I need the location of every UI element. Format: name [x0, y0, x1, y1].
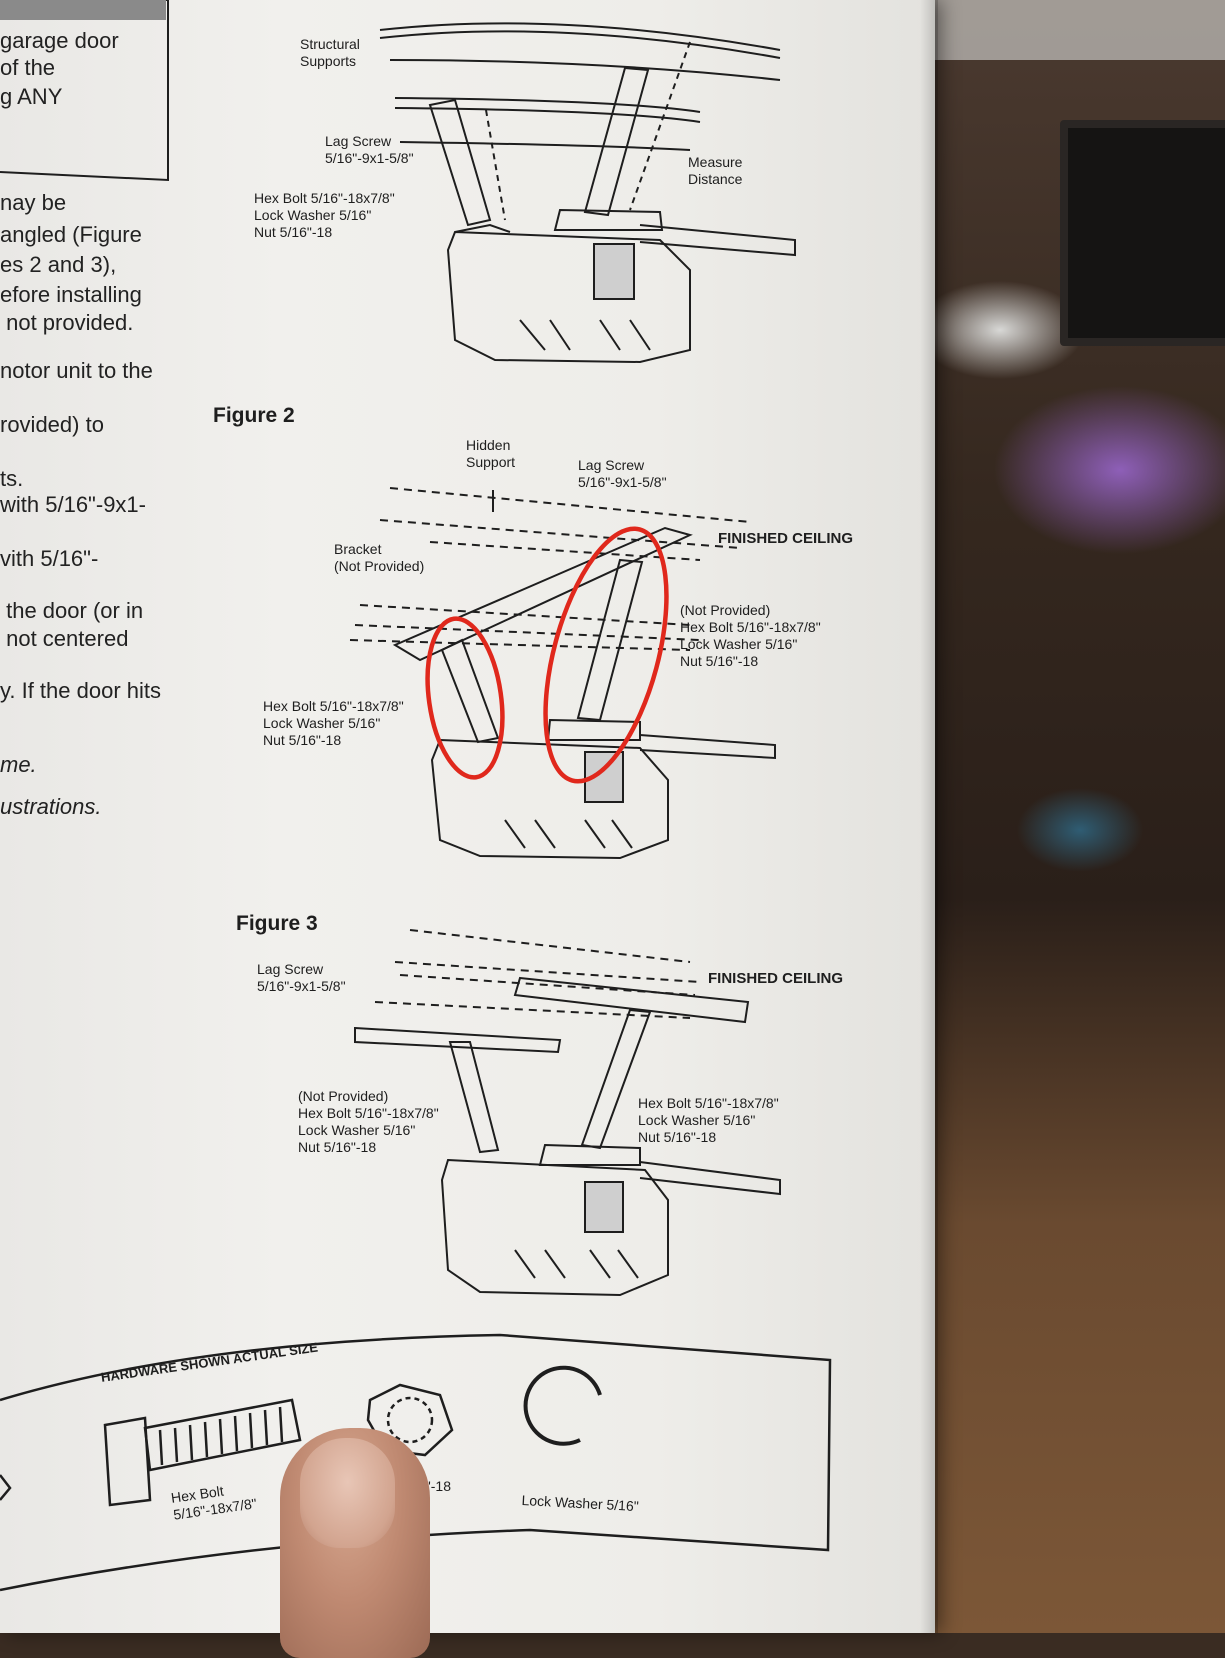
fig3-finished-ceiling-label: FINISHED CEILING	[708, 970, 844, 987]
left-line-6: es 2 and 3),	[0, 252, 117, 277]
warning-box-header	[0, 0, 166, 20]
left-line-3: g ANY	[0, 84, 63, 109]
hardware-box	[0, 1333, 832, 1592]
figure1-drawing	[379, 22, 796, 364]
left-line-10: rovided) to	[0, 412, 104, 437]
fig2-hidden-support-label: Hidden Support	[466, 437, 516, 470]
highlight-oval-right	[543, 526, 669, 784]
fig2-lag-screw-label: Lag Screw 5/16"-9x1-5/8"	[578, 457, 667, 490]
left-line-12: with 5/16"-9x1-	[0, 492, 146, 517]
left-line-1: garage door	[0, 28, 119, 53]
fig2-finished-ceiling-label: FINISHED CEILING	[718, 530, 854, 547]
figure2-highlights	[425, 526, 669, 784]
left-line-5: angled (Figure	[0, 222, 142, 247]
highlight-oval-left	[425, 616, 505, 780]
left-line-14: the door (or in	[0, 598, 144, 623]
background-tv	[1060, 120, 1225, 346]
left-line-18: ustrations.	[0, 794, 102, 819]
warning-box	[0, 0, 169, 182]
figure3-drawing	[354, 929, 781, 1297]
left-line-16: y. If the door hits	[0, 678, 162, 703]
fig2-left-hardware-label: Hex Bolt 5/16"-18x7/8" Lock Washer 5/16"…	[263, 698, 404, 748]
manual-page: garage door of the g ANY nay be angled (…	[0, 0, 938, 1633]
left-line-2: of the	[0, 55, 56, 80]
fig3-lag-screw-label: Lag Screw 5/16"-9x1-5/8"	[257, 961, 346, 994]
left-line-13: vith 5/16"-	[0, 546, 99, 571]
diagram-linework	[0, 0, 832, 1592]
fig1-lag-screw-label: Lag Screw 5/16"-9x1-5/8"	[325, 133, 414, 166]
fig3-right-hardware-label: Hex Bolt 5/16"-18x7/8" Lock Washer 5/16"…	[638, 1095, 779, 1145]
fig2-bracket-label: Bracket (Not Provided)	[334, 541, 425, 574]
figure3-title: Figure 3	[236, 912, 318, 935]
left-line-4: nay be	[0, 190, 67, 215]
fig3-left-hardware-label: (Not Provided) Hex Bolt 5/16"-18x7/8" Lo…	[298, 1088, 439, 1155]
fig1-measure-distance-label: Measure Distance	[688, 154, 743, 187]
thumbnail	[300, 1438, 395, 1548]
left-line-17: me.	[0, 752, 37, 777]
left-line-8: not provided.	[0, 310, 134, 335]
page-edge-shadow	[920, 0, 938, 1633]
left-line-9: notor unit to the	[0, 358, 153, 383]
fig2-right-hardware-label: (Not Provided) Hex Bolt 5/16"-18x7/8" Lo…	[680, 602, 821, 669]
left-line-15: not centered	[0, 626, 129, 651]
fig1-hex-bolt-label: Hex Bolt 5/16"-18x7/8" Lock Washer 5/16"…	[254, 190, 395, 240]
figure2-title: Figure 2	[213, 404, 295, 427]
fig1-structural-supports-label: Structural Supports	[300, 36, 360, 69]
left-line-11: ts.	[0, 466, 24, 491]
background-shelf	[915, 0, 1225, 60]
left-line-7: efore installing	[0, 282, 142, 307]
